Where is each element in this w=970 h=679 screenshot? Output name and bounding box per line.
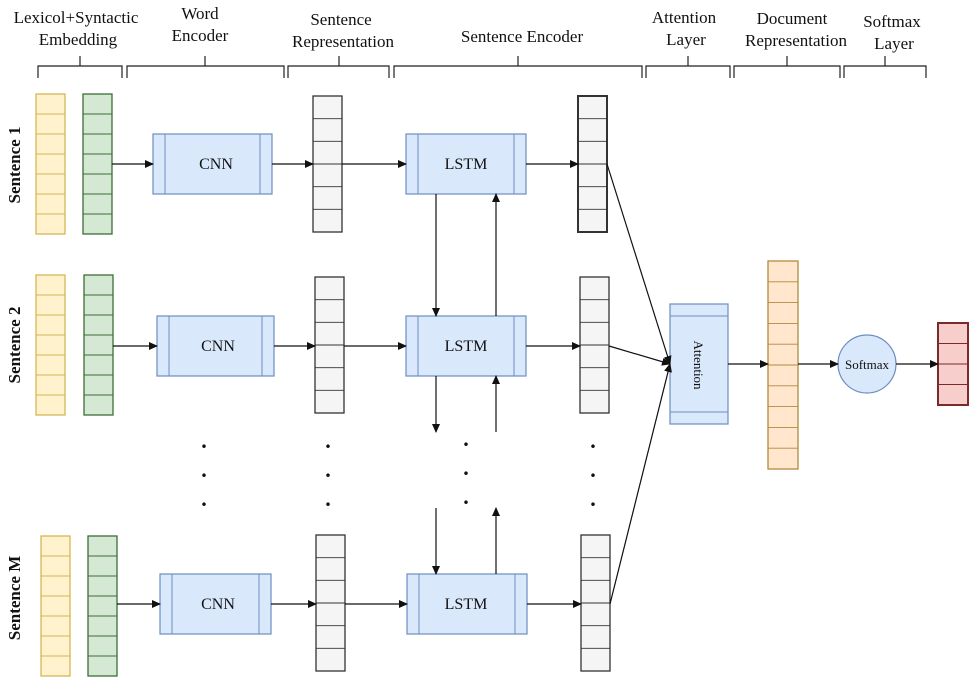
- ellipsis-dot: .: [325, 457, 331, 482]
- cnn-1-label: CNN: [199, 156, 233, 173]
- header-word-encoder-line2: Encoder: [172, 26, 229, 45]
- ellipsis-dots: . . . . . . . . . . . .: [201, 426, 596, 511]
- edge-output-1-to-attention: [606, 163, 672, 365]
- attention-block: [669, 303, 729, 425]
- cnn-2-label: CNN: [201, 338, 235, 355]
- sentence-representation-2: [314, 276, 345, 414]
- ellipsis-dot: .: [463, 484, 469, 509]
- ellipsis-dot: .: [325, 486, 331, 511]
- lexical-embedding-m: [40, 535, 71, 677]
- document-representation-vector: [767, 260, 799, 470]
- attention-label: Attention: [691, 340, 706, 390]
- sentence-encoder-output-m: [580, 534, 611, 672]
- sentence-representation-1: [312, 95, 343, 233]
- bracket-sentence-encoder: [393, 56, 643, 78]
- ellipsis-dot: .: [325, 428, 331, 453]
- header-embedding-line2: Embedding: [39, 30, 118, 49]
- ellipsis-dot: .: [590, 486, 596, 511]
- header-brackets: [37, 56, 927, 78]
- bracket-embedding: [37, 56, 123, 78]
- syntactic-embedding-1: [82, 93, 113, 235]
- ellipsis-dot: .: [463, 455, 469, 480]
- bracket-word-encoder: [126, 56, 285, 78]
- ellipsis-dot: .: [201, 486, 207, 511]
- header-attention-layer-line2: Layer: [666, 30, 706, 49]
- header-sentence-representation-line1: Sentence: [310, 10, 371, 29]
- header-attention-layer-line1: Attention: [652, 8, 717, 27]
- sentence-m-label: Sentence M: [5, 556, 24, 641]
- sentence-encoder-output-1: [577, 95, 608, 233]
- lexical-embedding-1: [35, 93, 66, 235]
- header-document-representation-line1: Document: [757, 9, 828, 28]
- sentence-encoder-output-2: [579, 276, 610, 414]
- syntactic-embedding-m: [87, 535, 118, 677]
- lstm-1-label: LSTM: [445, 156, 488, 173]
- edge-output-2-to-attention: [608, 345, 671, 366]
- ellipsis-dot: .: [463, 426, 469, 451]
- header-softmax-layer-line2: Layer: [874, 34, 914, 53]
- header-sentence-representation-line2: Representation: [292, 32, 394, 51]
- header-sentence-encoder: Sentence Encoder: [461, 27, 584, 46]
- connections: [112, 160, 939, 608]
- lstm-block-m: [406, 573, 528, 635]
- header-word-encoder-line1: Word: [181, 4, 219, 23]
- softmax-label: Softmax: [845, 357, 890, 372]
- sentence-1-label: Sentence 1: [5, 127, 24, 204]
- cnn-m-label: CNN: [201, 596, 235, 613]
- lstm-block-2: [405, 315, 527, 377]
- ellipsis-dot: .: [590, 428, 596, 453]
- bracket-document-representation: [733, 56, 841, 78]
- lexical-embedding-2: [35, 274, 66, 416]
- ellipsis-dot: .: [201, 428, 207, 453]
- bracket-attention-layer: [645, 56, 731, 78]
- header-softmax-layer-line1: Softmax: [863, 12, 921, 31]
- ellipsis-dot: .: [590, 457, 596, 482]
- sentence-2-label: Sentence 2: [5, 307, 24, 384]
- syntactic-embedding-2: [83, 274, 114, 416]
- lstm-block-1: [405, 133, 527, 195]
- edge-output-m-to-attention: [609, 363, 672, 605]
- lstm-m-label: LSTM: [445, 596, 488, 613]
- bracket-softmax-layer: [843, 56, 927, 78]
- lstm-2-label: LSTM: [445, 338, 488, 355]
- sentence-representation-m: [315, 534, 346, 672]
- ellipsis-dot: .: [201, 457, 207, 482]
- header-document-representation-line2: Representation: [745, 31, 847, 50]
- bracket-sentence-representation: [287, 56, 390, 78]
- cnn-block-m: [159, 573, 272, 635]
- output-vector: [937, 322, 969, 406]
- header-embedding-line1: Lexicol+Syntactic: [14, 8, 139, 27]
